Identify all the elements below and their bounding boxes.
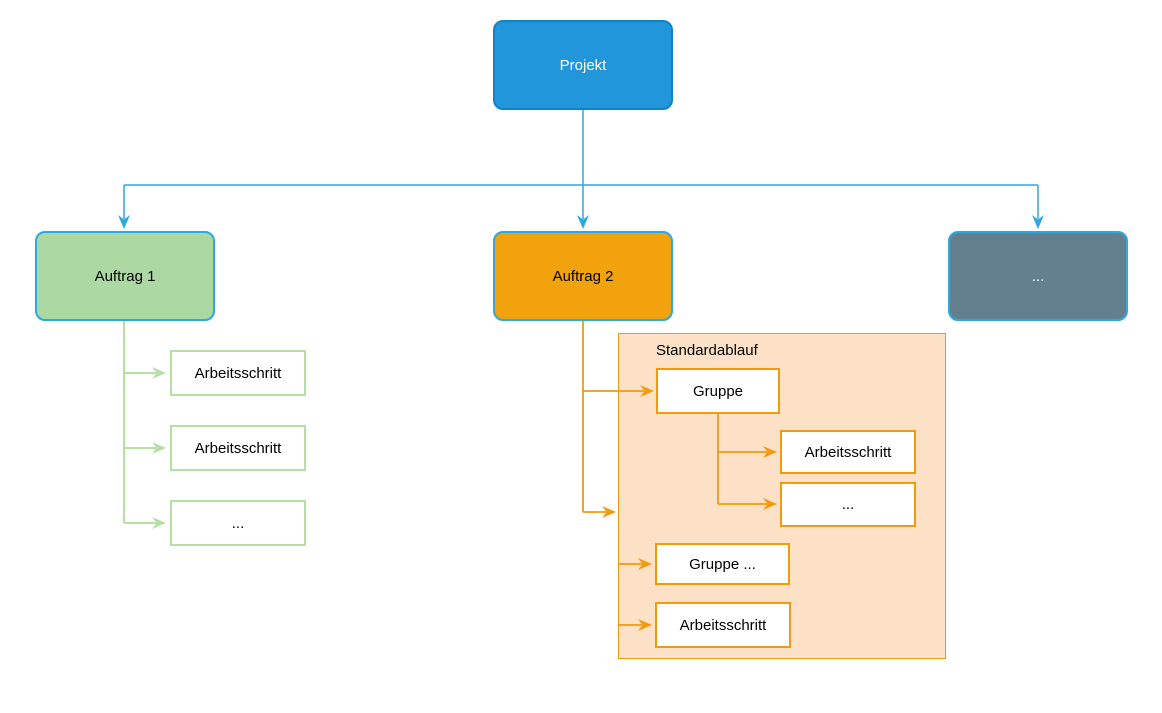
- node-auftrag2: Auftrag 2: [493, 231, 673, 321]
- node-projekt: Projekt: [493, 20, 673, 110]
- node-gruppe: Gruppe: [656, 368, 780, 414]
- arrowhead-step2: [152, 442, 166, 454]
- arrowhead-step1: [152, 367, 166, 379]
- arrowhead-auftrag2: [577, 215, 589, 229]
- group-standardablauf-label: Standardablauf: [656, 342, 758, 359]
- node-auftrag1-more: ...: [170, 500, 306, 546]
- edges-blue: [118, 110, 1044, 229]
- arrowhead-container: [602, 506, 616, 518]
- node-auftrag1-arbeitsschritt-1: Arbeitsschritt: [170, 350, 306, 396]
- node-auftrag1-arbeitsschritt-2: Arbeitsschritt: [170, 425, 306, 471]
- node-gruppe-arbeitsschritt: Arbeitsschritt: [780, 430, 916, 474]
- node-arbeitsschritt-bottom: Arbeitsschritt: [655, 602, 791, 648]
- arrowhead-auftrag1: [118, 215, 130, 229]
- arrowhead-auftrag-more: [1032, 215, 1044, 229]
- arrowhead-more: [152, 517, 166, 529]
- node-gruppe-more: ...: [780, 482, 916, 527]
- node-auftrag-more: ...: [948, 231, 1128, 321]
- edges-green: [123, 321, 166, 529]
- node-auftrag1: Auftrag 1: [35, 231, 215, 321]
- node-gruppe2: Gruppe ...: [655, 543, 790, 585]
